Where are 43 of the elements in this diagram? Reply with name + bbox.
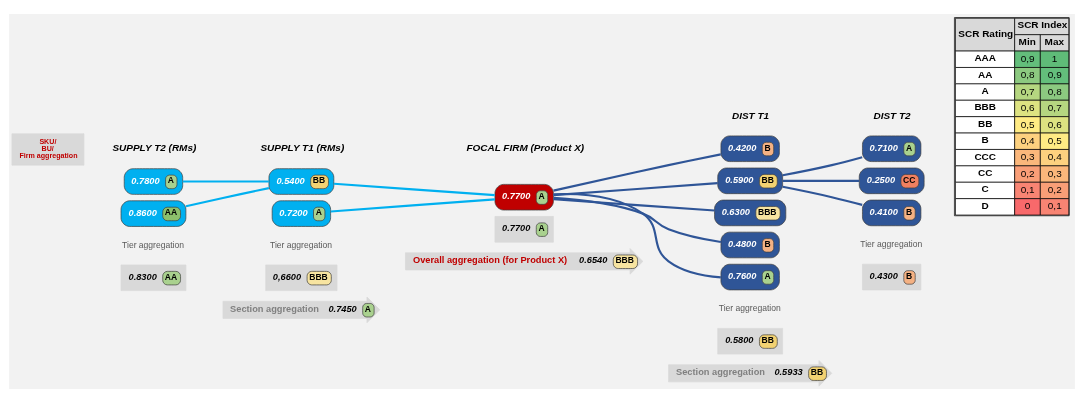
label: 0,8 bbox=[1047, 85, 1062, 97]
label: CCC bbox=[974, 150, 996, 162]
label: C bbox=[981, 183, 989, 195]
label: 0,9 bbox=[1047, 69, 1062, 81]
label: B bbox=[981, 134, 989, 146]
label: A bbox=[981, 84, 989, 96]
label: 0,5 bbox=[1020, 118, 1035, 130]
label: 0,2 bbox=[1020, 167, 1035, 179]
label: 0,3 bbox=[1020, 151, 1035, 163]
label: 0,5 bbox=[1047, 134, 1062, 146]
label: D bbox=[981, 199, 989, 211]
label: 1 bbox=[1051, 52, 1058, 64]
label: 0,6 bbox=[1020, 102, 1035, 114]
label: DIST T2 bbox=[873, 109, 911, 121]
label: 0,4 bbox=[1020, 134, 1035, 146]
label: CC bbox=[977, 166, 993, 178]
label: BB bbox=[977, 117, 993, 129]
label: 0,3 bbox=[1047, 167, 1062, 179]
label: AAA bbox=[974, 52, 996, 64]
label: 0,4 bbox=[1047, 151, 1062, 163]
label: 0,1 bbox=[1047, 200, 1062, 212]
label: Tier aggregation bbox=[122, 239, 185, 250]
label: Tier aggregation bbox=[860, 239, 923, 250]
label: FOCAL FIRM (Product X) bbox=[466, 142, 585, 154]
label: 0,6 bbox=[1047, 118, 1062, 130]
label: BBB bbox=[974, 101, 996, 113]
label: 0,7 bbox=[1020, 85, 1035, 97]
label: SCR Rating bbox=[958, 27, 1014, 39]
label: DIST T1 bbox=[732, 109, 770, 121]
label: SCR Index bbox=[1017, 19, 1068, 31]
label: 0 bbox=[1024, 200, 1031, 212]
label: 0,8 bbox=[1020, 69, 1035, 81]
label: Tier aggregation bbox=[718, 303, 781, 314]
label: 0,9 bbox=[1020, 52, 1035, 64]
label: Max bbox=[1044, 35, 1065, 47]
label: Tier aggregation bbox=[270, 239, 332, 250]
label: SUPPLY T2 (RMs) bbox=[112, 142, 197, 154]
label: AA bbox=[977, 68, 993, 80]
label: 0,2 bbox=[1047, 184, 1062, 196]
label: SUPPLY T1 (RMs) bbox=[260, 142, 345, 154]
label: Min bbox=[1018, 35, 1036, 47]
label: 0,7 bbox=[1047, 102, 1062, 114]
label: 0,1 bbox=[1020, 184, 1035, 196]
